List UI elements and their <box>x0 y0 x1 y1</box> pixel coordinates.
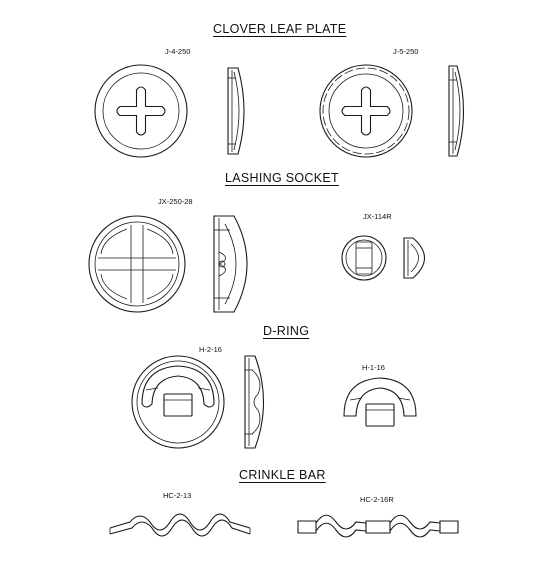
section-title-lashing-socket: LASHING SOCKET <box>225 171 339 185</box>
part-code-jx-114r: JX-114R <box>363 212 392 221</box>
part-code-h-1-16: H-1-16 <box>362 363 385 372</box>
clover-leaf-plate-j-4-250-front <box>95 65 187 157</box>
part-code-j-4-250: J-4-250 <box>165 47 191 56</box>
part-code-h-2-16: H-2-16 <box>199 345 222 354</box>
part-code-hc-2-13: HC-2-13 <box>163 491 192 500</box>
crinkle-bar-hc-2-16r <box>298 515 458 537</box>
clover-leaf-plate-j-5-250-front <box>320 65 412 157</box>
lashing-socket-jx-114r-front <box>342 236 386 280</box>
section-title-clover-leaf-plate: CLOVER LEAF PLATE <box>213 22 347 36</box>
part-code-j-5-250: J-5-250 <box>393 47 419 56</box>
section-title-crinkle-bar: CRINKLE BAR <box>239 468 326 482</box>
lashing-socket-jx-114r-side <box>404 238 425 278</box>
lashing-socket-jx-250-28-front <box>89 216 185 312</box>
clover-leaf-plate-j-5-250-side <box>449 66 464 156</box>
d-ring-h-2-16-side <box>245 356 264 448</box>
lashing-socket-jx-250-28-side <box>214 216 247 312</box>
part-code-jx-250-28: JX-250-28 <box>158 197 193 206</box>
section-title-d-ring: D-RING <box>263 324 310 338</box>
d-ring-h-1-16-front <box>344 378 416 426</box>
part-code-hc-2-16r: HC-2-16R <box>360 495 394 504</box>
clover-leaf-plate-j-4-250-side <box>228 68 244 154</box>
crinkle-bar-hc-2-13 <box>110 514 250 536</box>
d-ring-h-2-16-front <box>132 356 224 448</box>
